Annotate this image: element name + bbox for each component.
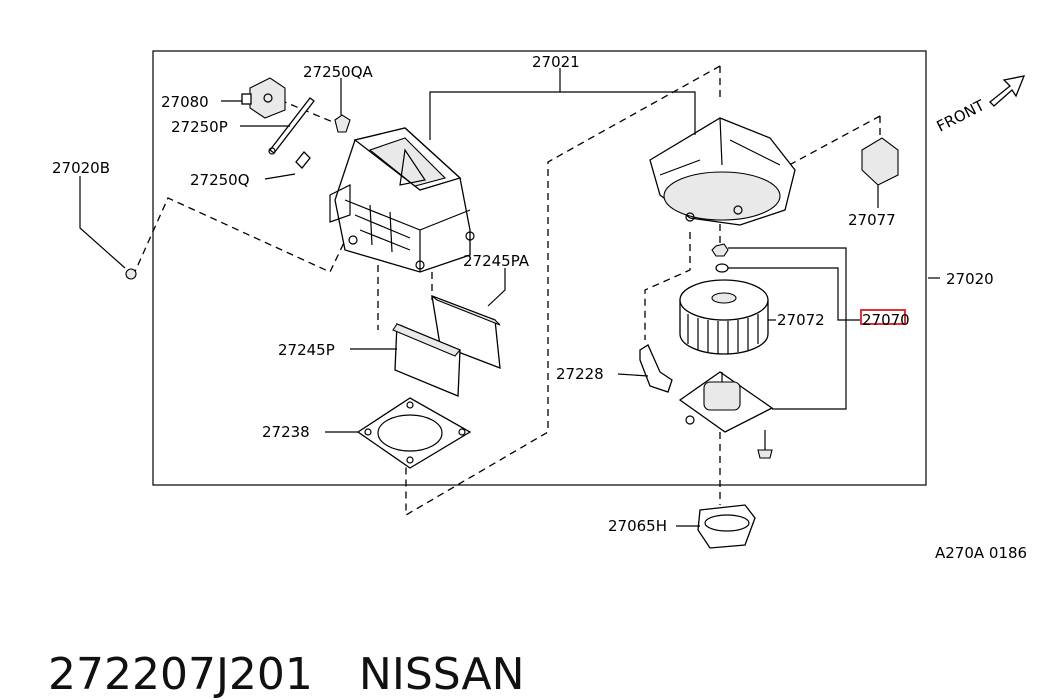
callout-27021: 27021: [532, 53, 580, 71]
rod-clip-qa: [334, 114, 351, 133]
callout-27250p: 27250P: [171, 118, 228, 136]
callout-27072: 27072: [777, 311, 825, 329]
callout-27245p: 27245P: [278, 341, 335, 359]
leader-lines: [79, 68, 940, 527]
screw-part: [757, 430, 773, 459]
intake-housing: [329, 127, 475, 273]
dashed-guide-main: [405, 65, 721, 517]
nut-27020b: [125, 268, 137, 280]
callout-27250qa: 27250QA: [303, 63, 374, 81]
actuator-part: [241, 77, 286, 119]
assembly-frame: [152, 50, 927, 486]
front-label: FRONT: [934, 96, 989, 136]
callout-27077: 27077: [848, 211, 896, 229]
front-arrow-icon: [989, 75, 1026, 107]
gasket-27238: [356, 397, 472, 469]
fan-washer: [715, 263, 729, 273]
callout-27065h: 27065H: [608, 517, 667, 535]
dashed-guide-resistor: [779, 115, 881, 171]
callout-27228: 27228: [556, 365, 604, 383]
blower-housing: [649, 117, 796, 226]
callout-27020: 27020: [946, 270, 994, 288]
clamp-27065h: [697, 504, 756, 549]
callout-27238: 27238: [262, 423, 310, 441]
filter-27245p: [392, 323, 461, 397]
callout-27070-highlight: [860, 309, 906, 325]
figure-code: A270A 0186: [935, 544, 1027, 562]
filter-27245pa: [431, 294, 501, 369]
fan-wheel-27072: [679, 279, 769, 355]
brand-name: NISSAN: [358, 649, 525, 700]
callout-27245pa: 27245PA: [463, 252, 530, 270]
part-number: 272207J201: [47, 649, 313, 700]
drain-hose-27228: [639, 344, 673, 393]
resistor-27077: [861, 137, 899, 186]
callout-27020b: 27020B: [52, 159, 110, 177]
callout-27080: 27080: [161, 93, 209, 111]
fan-nut: [711, 243, 729, 257]
callout-27070[interactable]: 27070: [862, 311, 910, 329]
dashed-guide-filter: [377, 232, 691, 340]
callout-27250q: 27250Q: [190, 171, 250, 189]
blower-motor: [678, 371, 774, 433]
part-footer: 272207J201 NISSAN: [20, 598, 525, 700]
dashed-guide-left: [132, 197, 351, 277]
rod-clip-q: [295, 151, 311, 169]
link-rod-part: [268, 97, 315, 155]
dashed-guide-actuator: [279, 99, 341, 126]
